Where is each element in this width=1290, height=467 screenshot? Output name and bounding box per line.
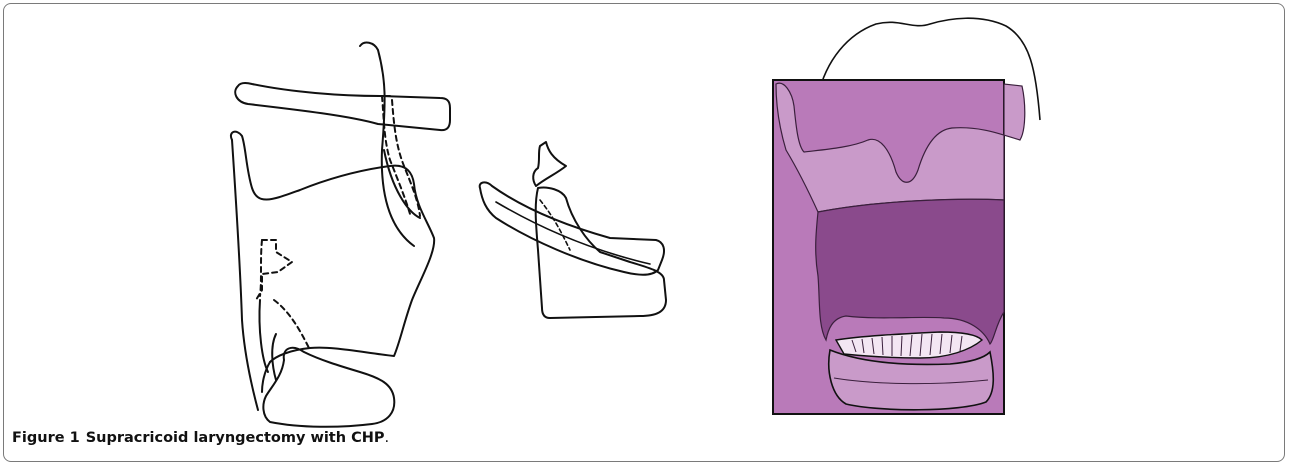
figure-caption: Figure 1 Supracricoid laryngectomy with C… bbox=[12, 430, 389, 446]
figure-label: Figure 1 bbox=[12, 430, 80, 446]
figure-caption-period: . bbox=[385, 430, 390, 446]
frontal-resection-drawing bbox=[773, 18, 1040, 414]
lateral-larynx-drawing bbox=[231, 43, 450, 427]
reconstruction-drawing bbox=[480, 142, 666, 318]
figure-caption-text: Supracricoid laryngectomy with CHP bbox=[86, 430, 385, 446]
